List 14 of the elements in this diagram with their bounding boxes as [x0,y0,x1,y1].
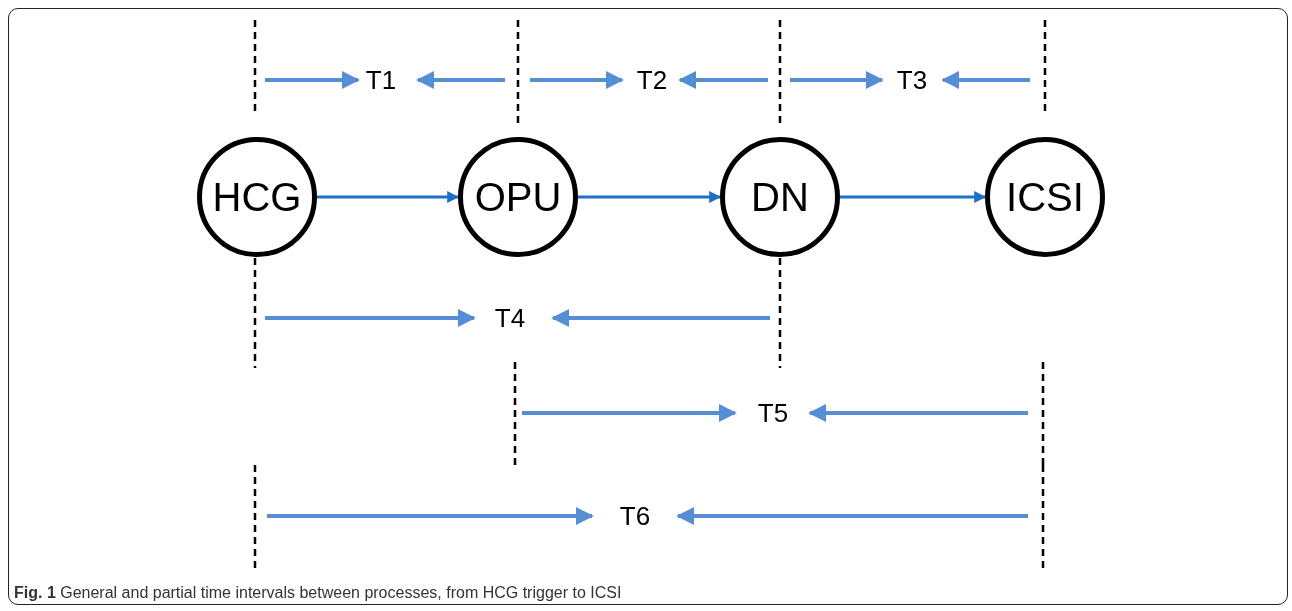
arrow [578,191,722,203]
interval-label: T5 [757,397,789,429]
arrow [840,191,987,203]
arrow [317,191,460,203]
process-label: OPU [474,174,562,220]
interval-label: T4 [494,302,526,334]
interval-label: T1 [365,64,397,96]
process-label: HCG [212,174,302,220]
interval-label: T3 [896,64,928,96]
figure-caption: Fig. 1 General and partial time intervals between processes, from HCG trigger to ICSI [14,584,622,602]
interval-label: T6 [619,500,651,532]
interval-label: T2 [636,64,668,96]
process-label: DN [751,174,809,220]
process-label: ICSI [1006,174,1084,220]
